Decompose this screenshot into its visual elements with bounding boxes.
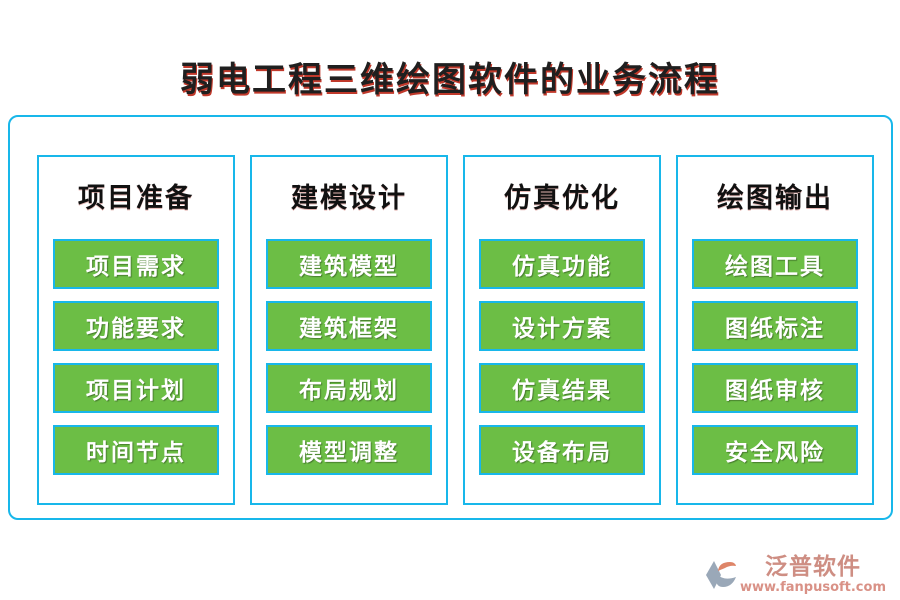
fanpu-logo-icon — [705, 561, 736, 589]
stage-column-project-prep: 项目准备 项目需求 功能要求 项目计划 时间节点 — [37, 155, 235, 505]
flow-button[interactable]: 项目需求 — [53, 239, 219, 289]
flow-button[interactable]: 项目计划 — [53, 363, 219, 413]
stage-header: 建模设计 — [291, 183, 407, 214]
stage-column-drawing-output: 绘图输出 绘图工具 图纸标注 图纸审核 安全风险 — [676, 155, 874, 505]
flow-button[interactable]: 图纸标注 — [692, 301, 858, 351]
flow-button[interactable]: 安全风险 — [692, 425, 858, 475]
stage-header: 仿真优化 — [504, 183, 620, 214]
stage-column-simulation-optimize: 仿真优化 仿真功能 设计方案 仿真结果 设备布局 — [463, 155, 661, 505]
flow-button[interactable]: 仿真结果 — [479, 363, 645, 413]
flow-button[interactable]: 建筑模型 — [266, 239, 432, 289]
fanpu-brand-text: 泛普软件 www.fanpusoft.com — [740, 555, 886, 594]
flow-board: 项目准备 项目需求 功能要求 项目计划 时间节点 建模设计 建筑模型 建筑框架 … — [8, 115, 893, 520]
flow-button[interactable]: 仿真功能 — [479, 239, 645, 289]
flow-button[interactable]: 模型调整 — [266, 425, 432, 475]
stage-column-modeling-design: 建模设计 建筑模型 建筑框架 布局规划 模型调整 — [250, 155, 448, 505]
page-title: 弱电工程三维绘图软件的业务流程 — [180, 60, 720, 100]
flow-button[interactable]: 设备布局 — [479, 425, 645, 475]
fanpu-brand-footer: 泛普软件 www.fanpusoft.com — [704, 555, 886, 594]
stage-header: 项目准备 — [78, 183, 194, 214]
stage-header: 绘图输出 — [717, 183, 833, 214]
flow-button[interactable]: 时间节点 — [53, 425, 219, 475]
brand-url: www.fanpusoft.com — [739, 580, 886, 595]
flow-button[interactable]: 绘图工具 — [692, 239, 858, 289]
brand-name: 泛普软件 — [764, 553, 861, 580]
flow-button[interactable]: 设计方案 — [479, 301, 645, 351]
flow-button[interactable]: 图纸审核 — [692, 363, 858, 413]
flow-button[interactable]: 建筑框架 — [266, 301, 432, 351]
flow-button[interactable]: 功能要求 — [53, 301, 219, 351]
flow-button[interactable]: 布局规划 — [266, 363, 432, 413]
